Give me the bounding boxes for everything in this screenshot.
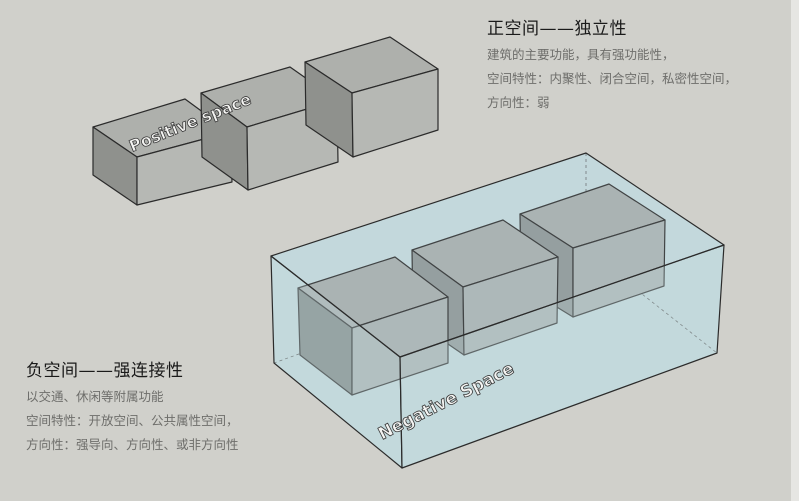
positive-line: 空间特性：内聚性、闭合空间，私密性空间， bbox=[487, 71, 738, 86]
positive-line: 方向性：弱 bbox=[487, 95, 550, 110]
negative-space-description: 负空间——强连接性 以交通、休闲等附属功能 空间特性：开放空间、公共属性空间， … bbox=[26, 356, 239, 457]
negative-line: 空间特性：开放空间、公共属性空间， bbox=[26, 413, 239, 428]
positive-title: 正空间——独立性 bbox=[487, 19, 627, 39]
negative-title: 负空间——强连接性 bbox=[26, 361, 184, 381]
right-edge-strip bbox=[791, 0, 799, 501]
negative-box-1 bbox=[297, 256, 449, 396]
negative-line: 以交通、休闲等附属功能 bbox=[26, 389, 164, 404]
positive-box-3 bbox=[304, 36, 439, 158]
positive-line: 建筑的主要功能，具有强功能性， bbox=[487, 47, 675, 62]
positive-space-description: 正空间——独立性 建筑的主要功能，具有强功能性， 空间特性：内聚性、闭合空间，私… bbox=[487, 14, 737, 115]
negative-line: 方向性：强导向、方向性、或非方向性 bbox=[26, 437, 239, 452]
